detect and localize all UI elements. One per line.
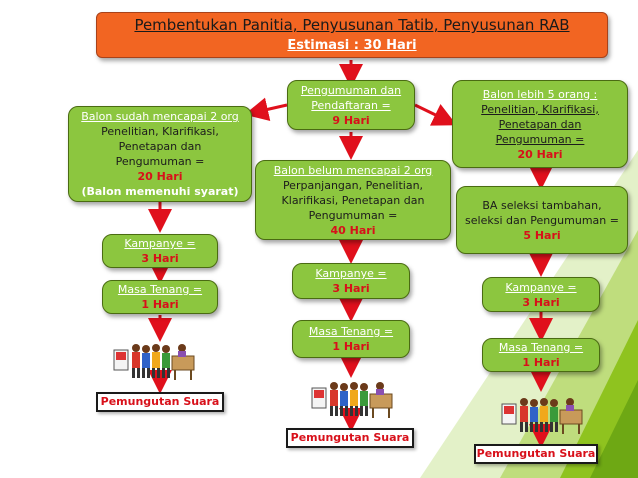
middle-tenang-label: Masa Tenang = xyxy=(308,325,394,338)
right-tenang-box: Masa Tenang = 1 Hari xyxy=(482,338,600,372)
left-line3: Pengumuman = xyxy=(115,155,205,168)
right-line1: Penelitian, Klarifikasi, xyxy=(481,102,599,116)
left-line2: Penetapan dan xyxy=(118,140,202,153)
middle-kampanye-box: Kampanye = 3 Hari xyxy=(292,263,410,299)
middle-vote-box: Pemungutan Suara xyxy=(286,428,414,448)
middle-line2: Klarifikasi, Penetapan dan xyxy=(281,193,425,207)
right-ba-box: BA seleksi tambahan, seleksi dan Pengumu… xyxy=(456,186,628,254)
right-ba-line1: BA seleksi tambahan, xyxy=(482,198,602,212)
voting-crowd-illustration xyxy=(311,382,393,418)
left-note: (Balon memenuhi syarat) xyxy=(81,185,239,198)
middle-line1: Perpanjangan, Penelitian, xyxy=(282,178,424,192)
registration-line1: Pengumuman dan xyxy=(300,83,402,97)
header-title: Pembentukan Panitia, Penyusunan Tatib, P… xyxy=(134,16,570,34)
registration-days: 9 Hari xyxy=(332,113,370,127)
middle-verification-box: Balon belum mencapai 2 org Perpanjangan,… xyxy=(255,160,451,240)
left-tenang-days: 1 Hari xyxy=(141,298,179,311)
middle-tenang-box: Masa Tenang = 1 Hari xyxy=(292,320,410,358)
registration-line2: Pendaftaran = xyxy=(311,98,391,112)
left-vote-box: Pemungutan Suara xyxy=(96,392,224,412)
right-vote-box: Pemungutan Suara xyxy=(474,444,598,464)
voting-crowd-illustration xyxy=(113,344,195,380)
middle-days: 40 Hari xyxy=(330,223,376,237)
left-verification-box: Balon sudah mencapai 2 org Penelitian, K… xyxy=(68,106,252,202)
right-kampanye-days: 3 Hari xyxy=(522,295,560,309)
right-days: 20 Hari xyxy=(517,147,563,161)
left-days: 20 Hari xyxy=(137,170,183,183)
middle-kampanye-label: Kampanye = xyxy=(315,267,387,280)
header-estimate: Estimasi : 30 Hari xyxy=(287,38,417,53)
header-box: Pembentukan Panitia, Penyusunan Tatib, P… xyxy=(96,12,608,58)
left-condition: Balon sudah mencapai 2 org xyxy=(81,110,239,123)
left-kampanye-label: Kampanye = xyxy=(124,237,196,250)
right-line3: Pengumuman = xyxy=(495,132,585,146)
left-kampanye-days: 3 Hari xyxy=(141,252,179,265)
right-line2: Penetapan dan xyxy=(498,117,582,131)
registration-box: Pengumuman dan Pendaftaran = 9 Hari xyxy=(287,80,415,130)
right-condition: Balon lebih 5 orang : xyxy=(482,87,598,101)
right-kampanye-label: Kampanye = xyxy=(505,280,577,294)
middle-condition: Balon belum mencapai 2 org xyxy=(273,163,433,177)
left-kampanye-box: Kampanye = 3 Hari xyxy=(102,234,218,268)
voting-crowd-illustration xyxy=(501,398,583,434)
left-line1: Penelitian, Klarifikasi, xyxy=(101,125,219,138)
right-kampanye-box: Kampanye = 3 Hari xyxy=(482,277,600,312)
middle-tenang-days: 1 Hari xyxy=(332,340,370,353)
right-ba-line2: seleksi dan Pengumuman = xyxy=(465,213,619,227)
right-tenang-days: 1 Hari xyxy=(522,356,560,369)
left-tenang-box: Masa Tenang = 1 Hari xyxy=(102,280,218,314)
left-tenang-label: Masa Tenang = xyxy=(117,283,203,296)
right-tenang-label: Masa Tenang = xyxy=(498,341,584,354)
middle-line3: Pengumuman = xyxy=(308,208,398,222)
right-verification-box: Balon lebih 5 orang : Penelitian, Klarif… xyxy=(452,80,628,168)
middle-kampanye-days: 3 Hari xyxy=(332,282,370,295)
right-ba-days: 5 Hari xyxy=(523,228,561,242)
